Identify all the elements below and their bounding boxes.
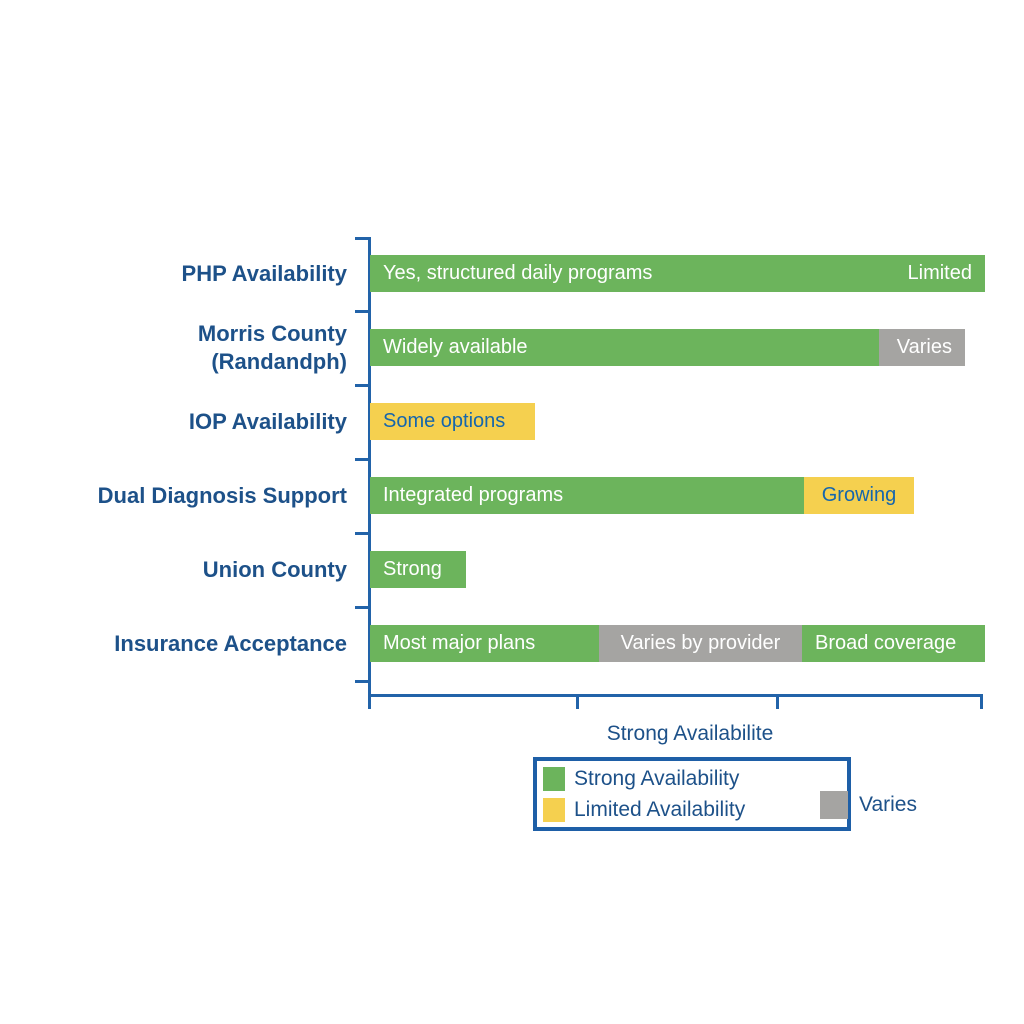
legend-swatch-varies-icon <box>820 791 848 819</box>
y-axis-tick <box>355 606 368 609</box>
x-axis-label: Strong Availabilite <box>606 722 774 745</box>
category-label-line: Union County <box>202 556 347 582</box>
y-axis-tick <box>355 310 368 313</box>
x-axis-tick <box>980 697 983 709</box>
legend-item-varies: Varies <box>820 791 917 819</box>
bar-segment: Varies by provider <box>599 625 802 662</box>
legend: Strong Availability Limited Availability <box>533 757 851 831</box>
y-axis-tick <box>355 680 368 683</box>
category-label-line: Morris County <box>197 320 347 346</box>
x-axis-tick <box>368 697 371 709</box>
category-label-line: (Randandph) <box>211 348 347 374</box>
bar-segment: Growing <box>804 477 914 514</box>
y-axis-tick <box>355 458 368 461</box>
category-label-line: IOP Availability <box>188 408 347 434</box>
category-label: PHP Availability <box>0 255 347 292</box>
legend-item-limited: Limited Availability <box>543 796 847 824</box>
bar-segment: Most major plans <box>370 625 599 662</box>
category-label-line: Insurance Acceptance <box>114 630 347 656</box>
bar-segment: Limited <box>880 255 985 292</box>
category-label: Insurance Acceptance <box>0 625 347 662</box>
x-axis <box>368 694 983 697</box>
category-label-line: Dual Diagnosis Support <box>97 482 347 508</box>
x-axis-tick <box>776 697 779 709</box>
legend-label-varies: Varies <box>859 793 917 816</box>
category-label-line: PHP Availability <box>181 260 347 286</box>
bar-segment: Yes, structured daily programs <box>370 255 880 292</box>
legend-swatch-limited-icon <box>543 797 565 822</box>
bar-segment: Some options <box>370 403 535 440</box>
category-label: IOP Availability <box>0 403 347 440</box>
category-label: Dual Diagnosis Support <box>0 477 347 514</box>
y-axis-tick <box>355 384 368 387</box>
bar-segment: Broad coverage <box>802 625 985 662</box>
y-axis <box>368 237 371 697</box>
legend-label-strong: Strong Availability <box>574 766 740 790</box>
legend-item-strong: Strong Availability <box>543 765 847 793</box>
category-label: Morris County(Randandph) <box>0 321 347 374</box>
bar-segment: Strong <box>370 551 466 588</box>
legend-label-limited: Limited Availability <box>574 797 746 821</box>
y-axis-tick <box>355 237 368 240</box>
bar-segment: Varies <box>879 329 965 366</box>
bar-segment: Widely available <box>370 329 879 366</box>
bar-segment: Integrated programs <box>370 477 804 514</box>
bar-row: Some options <box>370 403 535 440</box>
legend-swatch-strong-icon <box>543 766 565 791</box>
x-axis-tick <box>576 697 579 709</box>
y-axis-tick <box>355 532 368 535</box>
category-label: Union County <box>0 551 347 588</box>
bar-row: Strong <box>370 551 466 588</box>
